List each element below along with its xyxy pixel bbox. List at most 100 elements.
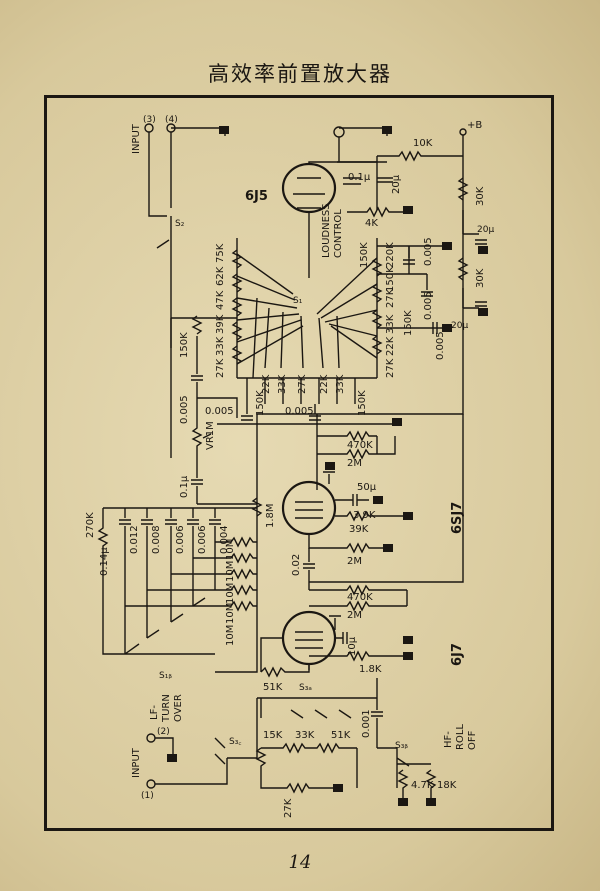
ground-symbol — [403, 652, 413, 660]
ladder-right-3: 27K — [385, 288, 396, 308]
tube-6sj7-envelope — [281, 480, 337, 536]
hf-label-1: ROLL — [455, 724, 466, 750]
hf-label-2: OFF — [467, 730, 478, 750]
lf-turnover-section: LF- TURN OVER INPUT (2) (1) S₃꜀ 15K 33K … — [131, 683, 377, 818]
input-jack-3 — [144, 123, 154, 133]
b-plus-label: +B — [467, 120, 482, 131]
right-cap-2: 0.005 — [435, 331, 446, 360]
right-cap-1: 0.005 — [423, 291, 434, 320]
loudness-bottom-row: 150K 22K 33K 27K 22K 33K 150K 0.005 0.00… — [205, 297, 402, 426]
s1b-label: S₁ᵦ — [159, 671, 172, 681]
loudness-ladder-right: 150K 220K 150K 27K 150K 33K 22K 27K 0.00… — [316, 237, 452, 378]
r-2m-a-label: 2M — [347, 458, 362, 469]
c-20u-b-label: 20μ — [477, 225, 494, 235]
ground-symbol — [382, 126, 392, 134]
lf-r-3: 27K — [283, 798, 294, 818]
ladder-left-2: 47K — [215, 290, 226, 310]
input-2-label: (2) — [157, 727, 170, 737]
ground-symbol — [442, 242, 452, 250]
ladder-right-4: 150K — [403, 310, 414, 336]
s3b-label: S₃ᵦ — [395, 741, 408, 751]
page-title: 高效率前置放大器 — [208, 62, 392, 86]
ground-symbol — [325, 462, 335, 470]
c-001-label: 0.001 — [361, 709, 372, 738]
hf-rolloff-section: 0.001 S₃ᵦ 4.7K 18K HF- ROLL OFF — [361, 678, 478, 806]
page-number: 14 — [288, 852, 312, 873]
hf-r-1: 18K — [437, 780, 457, 791]
ground-symbol — [442, 324, 452, 332]
bottom-row-5: 33K — [335, 374, 346, 394]
r-4k-label: 4K — [365, 218, 378, 229]
c-01u-b-label: 0.1μ — [179, 475, 190, 498]
r-30k-a-label: 30K — [475, 186, 486, 206]
input-top-group: INPUT (3) (4) S₂ — [131, 115, 229, 458]
tube-6j7-label: 6J7 — [450, 643, 465, 666]
lf-r-0: 15K — [263, 730, 283, 741]
ladder-left-3: 39K — [215, 314, 226, 334]
c-014-label: 0.14μ — [99, 547, 110, 576]
lf-r-1: 33K — [295, 730, 315, 741]
ladder-left-4: 33K — [215, 336, 226, 356]
ground-symbol — [333, 784, 343, 792]
r-150k-a-label: 150K — [179, 332, 190, 358]
input-bottom-label: INPUT — [131, 747, 142, 778]
hf-label-0: HF- — [443, 731, 454, 748]
ground-symbol — [392, 418, 402, 426]
r-10m-0: 10M — [225, 539, 236, 560]
lf-label-0: LF- — [149, 705, 160, 720]
tube-6j5: 6J5 LOUDNESS CONTROL — [245, 126, 392, 278]
diagram-frame — [44, 95, 554, 831]
ground-symbol — [219, 126, 229, 134]
tube-6j7: 470K 2M 6J7 10μ 1.8K 51K — [260, 582, 465, 693]
ground-symbol — [403, 206, 413, 214]
bottom-row-2: 33K — [277, 374, 288, 394]
bottom-row-1: 22K — [261, 374, 272, 394]
ladder-left-1: 62K — [215, 266, 226, 286]
ground-symbol — [398, 798, 408, 806]
ground-symbol — [426, 798, 436, 806]
bottom-row-4: 22K — [319, 374, 330, 394]
bottom-row-3: 27K — [297, 374, 308, 394]
input-top-label: INPUT — [131, 123, 142, 154]
c-002-label: 0.02 — [291, 554, 302, 576]
bottom-row-6: 150K — [357, 390, 368, 416]
r-470k-a-label: 470K — [347, 440, 373, 451]
ladder-left-5: 27K — [215, 358, 226, 378]
ground-symbol — [373, 496, 383, 504]
c-50u-label: 50μ — [357, 482, 377, 493]
r-51k-label: 51K — [263, 682, 283, 693]
ladder-right-7: 27K — [385, 358, 396, 378]
right-cap-0: 0.005 — [423, 237, 434, 266]
r-10k-label: 10K — [413, 138, 433, 149]
r-2m-b-label: 2M — [347, 556, 362, 567]
c-0004-label: 0.004 — [219, 525, 230, 554]
input-jack-1 — [146, 779, 156, 789]
tube-6j5-label: 6J5 — [245, 189, 268, 204]
c-0005-b-label: 0.005 — [205, 406, 234, 417]
s3c-label: S₃꜀ — [229, 737, 241, 747]
ladder-right-6: 22K — [385, 336, 396, 356]
tube-6sj7: 470K 2M 6SJ7 50μ 39K 2M 3.9K 1.8M 0.02 — [215, 398, 465, 673]
ground-symbol — [403, 512, 413, 520]
ground-symbol — [167, 754, 177, 762]
r-10m-2: 10M — [225, 583, 236, 604]
s3a-label: S₃ₐ — [299, 683, 312, 693]
ground-symbol — [478, 246, 488, 254]
r-10m-1: 10M — [225, 561, 236, 582]
lf-r-2: 51K — [331, 730, 351, 741]
r-10m-3: 10M — [225, 603, 236, 624]
input-1-label: (1) — [141, 791, 154, 801]
input-jack-2 — [146, 733, 156, 743]
ladder-left-0: 75K — [215, 243, 226, 263]
ladder-right-2: 150K — [385, 266, 396, 292]
r-470k-b-label: 470K — [347, 592, 373, 603]
c-0006-b-label: 0.006 — [197, 525, 208, 554]
r-1-8k-label: 1.8K — [359, 664, 382, 675]
c-0008-label: 0.008 — [151, 525, 162, 554]
lf-label-1: TURN — [161, 694, 172, 723]
r-39k-label: 39K — [349, 524, 369, 535]
input-3-label: (3) — [143, 115, 156, 125]
c-0012-label: 0.012 — [129, 525, 140, 554]
c-0005-a-label: 0.005 — [179, 395, 190, 424]
